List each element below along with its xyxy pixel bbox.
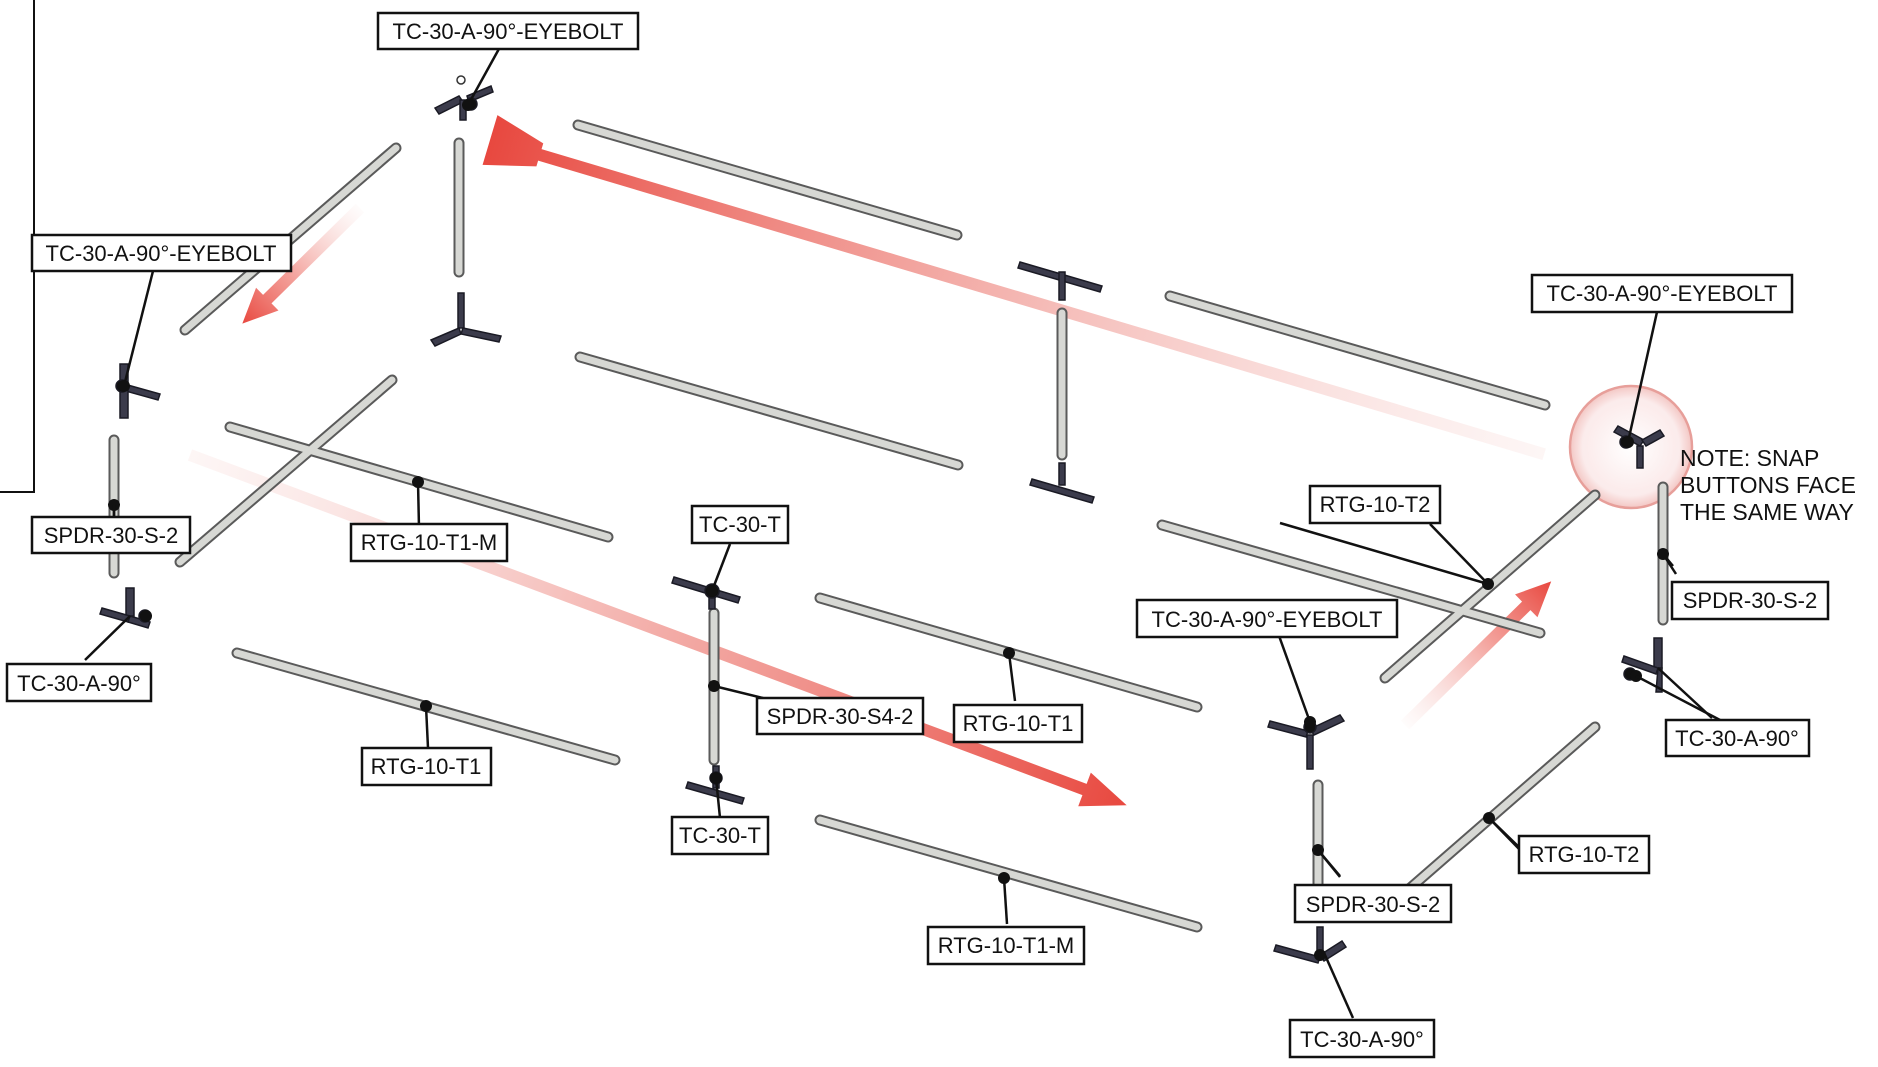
fitting-y-top-rear bbox=[429, 292, 502, 347]
label-rtg-t1m-back-text: RTG-10-T1-M bbox=[361, 530, 498, 555]
label-tc30t-top-text: TC-30-T bbox=[699, 512, 781, 537]
label-rtg-t1-mid: RTG-10-T1 bbox=[952, 703, 1084, 744]
label-tc30a90-right-text: TC-30-A-90° bbox=[1675, 726, 1799, 751]
frame-border bbox=[0, 0, 35, 493]
arrow-top-back bbox=[482, 115, 1546, 461]
label-rtg-t2-lower-text: RTG-10-T2 bbox=[1529, 842, 1640, 867]
label-tc30t-top: TC-30-T bbox=[690, 504, 790, 545]
label-tc30a90-left-text: TC-30-A-90° bbox=[17, 671, 141, 696]
label-rtg-t1m-front: RTG-10-T1-M bbox=[926, 925, 1086, 966]
fitting-tee-mid-upper bbox=[1017, 261, 1103, 301]
label-rtg-t2-lower: RTG-10-T2 bbox=[1517, 834, 1651, 875]
label-spdr-left-text: SPDR-30-S-2 bbox=[44, 523, 178, 548]
arrow-middle-front bbox=[187, 449, 1127, 807]
label-eyebolt-top: TC-30-A-90°-EYEBOLT bbox=[376, 11, 640, 51]
label-spdr-left: SPDR-30-S-2 bbox=[30, 515, 192, 555]
label-spdr-front-text: SPDR-30-S-2 bbox=[1306, 892, 1440, 917]
label-spdr-s4-text: SPDR-30-S4-2 bbox=[767, 704, 914, 729]
label-spdr-right: SPDR-30-S-2 bbox=[1670, 580, 1830, 621]
label-tc30a90-front: TC-30-A-90° bbox=[1288, 1018, 1436, 1059]
fitting-eyebolt-top bbox=[433, 75, 494, 121]
label-eyebolt-left: TC-30-A-90°-EYEBOLT bbox=[30, 233, 293, 273]
label-tc30a90-right: TC-30-A-90° bbox=[1664, 718, 1811, 758]
label-rtg-t2-upper-text: RTG-10-T2 bbox=[1320, 492, 1431, 517]
label-rtg-t2-upper: RTG-10-T2 bbox=[1308, 484, 1442, 525]
callout-labels: TC-30-A-90°-EYEBOLT TC-30-A-90°-EYEBOLT … bbox=[5, 11, 1830, 1059]
arrow-left-side bbox=[242, 203, 365, 324]
note-line-3: THE SAME WAY bbox=[1680, 499, 1854, 525]
label-eyebolt-front: TC-30-A-90°-EYEBOLT bbox=[1135, 598, 1399, 639]
label-eyebolt-top-text: TC-30-A-90°-EYEBOLT bbox=[393, 19, 624, 44]
arrow-right-side bbox=[1400, 581, 1552, 730]
fitting-90-right bbox=[1621, 637, 1663, 693]
label-eyebolt-left-text: TC-30-A-90°-EYEBOLT bbox=[46, 241, 277, 266]
label-eyebolt-front-text: TC-30-A-90°-EYEBOLT bbox=[1152, 607, 1383, 632]
label-rtg-t1m-front-text: RTG-10-T1-M bbox=[938, 933, 1075, 958]
fitting-tee-center-upper bbox=[671, 576, 741, 610]
label-rtg-t1-left: RTG-10-T1 bbox=[360, 746, 493, 787]
leader-lines-2 bbox=[112, 505, 1721, 878]
label-tc30t-bottom: TC-30-T bbox=[670, 815, 770, 856]
label-tc30t-bottom-text: TC-30-T bbox=[679, 823, 761, 848]
label-rtg-t1m-back: RTG-10-T1-M bbox=[349, 522, 509, 563]
note-line-1: NOTE: SNAP bbox=[1680, 445, 1819, 471]
fitting-tee-center-lower bbox=[685, 765, 745, 805]
label-tc30a90-front-text: TC-30-A-90° bbox=[1300, 1027, 1424, 1052]
label-rtg-t1-mid-text: RTG-10-T1 bbox=[963, 711, 1074, 736]
label-rtg-t1-left-text: RTG-10-T1 bbox=[371, 754, 482, 779]
label-spdr-front: SPDR-30-S-2 bbox=[1293, 883, 1453, 924]
snap-buttons-note: NOTE: SNAP BUTTONS FACE THE SAME WAY bbox=[1680, 445, 1856, 525]
label-eyebolt-right-text: TC-30-A-90°-EYEBOLT bbox=[1547, 281, 1778, 306]
label-tc30a90-left: TC-30-A-90° bbox=[5, 662, 153, 703]
leader-lines bbox=[84, 46, 1713, 1019]
label-spdr-s4: SPDR-30-S4-2 bbox=[755, 696, 925, 736]
fitting-tee-mid-lower bbox=[1029, 462, 1095, 504]
label-spdr-right-text: SPDR-30-S-2 bbox=[1683, 588, 1817, 613]
callout-dots bbox=[108, 99, 1669, 961]
fitting-90-front bbox=[1273, 926, 1348, 964]
note-line-2: BUTTONS FACE bbox=[1680, 472, 1856, 498]
label-eyebolt-right: TC-30-A-90°-EYEBOLT bbox=[1530, 273, 1794, 314]
